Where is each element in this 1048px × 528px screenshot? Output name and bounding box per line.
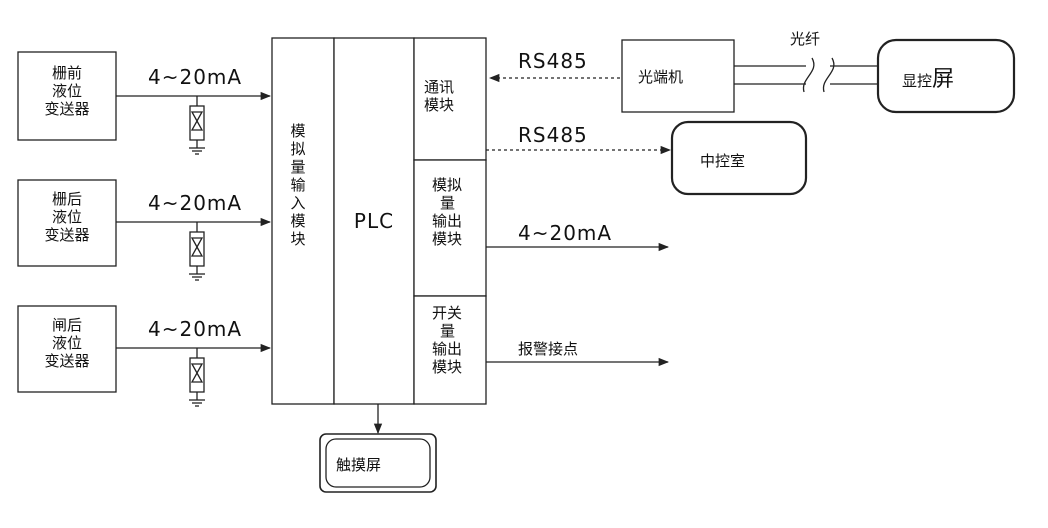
comm-module-line-1: 通讯 bbox=[424, 78, 454, 96]
som-line-2: 量 bbox=[440, 322, 455, 340]
rs485-label-top: RS485 bbox=[518, 49, 588, 73]
signal-label-3: 4~20mA bbox=[148, 317, 242, 341]
aim-char-2: 拟 bbox=[290, 140, 305, 158]
aom-line-3: 输出 bbox=[432, 212, 462, 230]
aim-char-3: 量 bbox=[290, 158, 305, 176]
rs485-label-mid: RS485 bbox=[518, 123, 588, 147]
control-room: 中控室 bbox=[670, 120, 808, 196]
transmitter-1-line-1: 栅前 bbox=[52, 64, 82, 82]
transmitter-3-line-3: 变送器 bbox=[44, 352, 89, 370]
comm-module-line-2: 模块 bbox=[424, 96, 454, 114]
analog-output-label: 4~20mA bbox=[518, 221, 612, 245]
aom-line-1: 模拟 bbox=[432, 176, 462, 194]
transmitter-1-line-3: 变送器 bbox=[44, 100, 89, 118]
comm-module: 通讯 模块 bbox=[413, 37, 487, 161]
fiber-label: 光纤 bbox=[790, 30, 820, 48]
transmitter-3-line-1: 闸后 bbox=[52, 316, 82, 334]
alarm-contact-label: 报警接点 bbox=[518, 340, 578, 358]
signal-label-2: 4~20mA bbox=[148, 191, 242, 215]
analog-output-module: 模拟 量 输出 模块 bbox=[413, 159, 487, 297]
optical-terminal: 光端机 bbox=[621, 39, 735, 113]
aim-char-1: 模 bbox=[290, 122, 305, 140]
analog-input-module: 模 拟 量 输 入 模 块 bbox=[271, 37, 335, 405]
transmitter-3-line-2: 液位 bbox=[52, 334, 82, 352]
surge-protector-2-icon bbox=[189, 222, 205, 281]
touch-screen-label: 触摸屏 bbox=[336, 456, 381, 474]
transmitter-1: 栅前 液位 变送器 bbox=[17, 51, 117, 141]
control-room-label: 中控室 bbox=[700, 152, 745, 170]
aim-char-5: 入 bbox=[290, 194, 305, 212]
fiber-link bbox=[734, 57, 880, 93]
transmitter-2-line-1: 栅后 bbox=[52, 190, 82, 208]
optical-terminal-label: 光端机 bbox=[638, 68, 683, 86]
display-screen-label: 显控屏 bbox=[902, 67, 954, 92]
surge-protector-1-icon bbox=[189, 96, 205, 155]
display-screen-label-part1: 显控 bbox=[902, 72, 932, 90]
transmitter-2: 栅后 液位 变送器 bbox=[17, 179, 117, 267]
aom-line-2: 量 bbox=[440, 194, 455, 212]
aim-char-6: 模 bbox=[290, 212, 305, 230]
surge-protector-3-icon bbox=[189, 348, 205, 407]
transmitter-1-line-2: 液位 bbox=[52, 82, 82, 100]
plc-block: PLC bbox=[333, 37, 415, 405]
signal-label-1: 4~20mA bbox=[148, 65, 242, 89]
aom-line-4: 模块 bbox=[432, 230, 462, 248]
transmitter-2-line-2: 液位 bbox=[52, 208, 82, 226]
som-line-4: 模块 bbox=[432, 358, 462, 376]
display-screen: 显控屏 bbox=[876, 38, 1016, 114]
touch-screen: 触摸屏 bbox=[319, 433, 437, 493]
transmitter-3: 闸后 液位 变送器 bbox=[17, 305, 117, 393]
plc-label: PLC bbox=[354, 209, 394, 233]
switch-output-module: 开关 量 输出 模块 bbox=[413, 295, 487, 405]
aim-char-4: 输 bbox=[290, 176, 305, 194]
transmitter-2-line-3: 变送器 bbox=[44, 226, 89, 244]
aim-char-7: 块 bbox=[290, 230, 305, 248]
display-screen-label-part2: 屏 bbox=[932, 67, 954, 92]
som-line-3: 输出 bbox=[432, 340, 462, 358]
som-line-1: 开关 bbox=[432, 304, 462, 322]
